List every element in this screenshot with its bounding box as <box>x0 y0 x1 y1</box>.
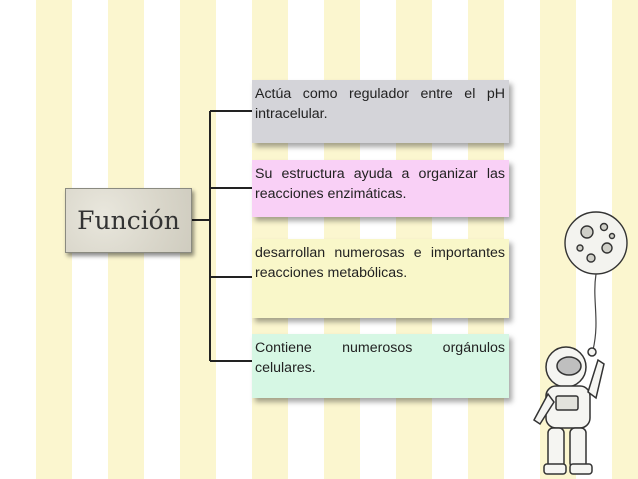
function-box-2: Su estructura ayuda a organizar las reac… <box>252 160 509 217</box>
moon-balloon-icon <box>564 211 628 275</box>
function-text-4: Contiene numerosos orgánulos celulares. <box>255 340 505 376</box>
root-label: Función <box>77 206 180 235</box>
function-box-3: desarrollan numerosas e importantes reac… <box>252 239 509 318</box>
root-node: Función <box>65 188 192 253</box>
function-text-3: desarrollan numerosas e importantes reac… <box>255 245 505 281</box>
function-box-4: Contiene numerosos orgánulos celulares. <box>252 334 509 398</box>
astronaut-icon <box>533 346 605 475</box>
balloon-string <box>592 273 597 351</box>
function-text-2: Su estructura ayuda a organizar las reac… <box>255 166 505 202</box>
function-text-1: Actúa como regulador entre el pH intrace… <box>255 86 505 122</box>
function-box-1: Actúa como regulador entre el pH intrace… <box>252 80 509 143</box>
